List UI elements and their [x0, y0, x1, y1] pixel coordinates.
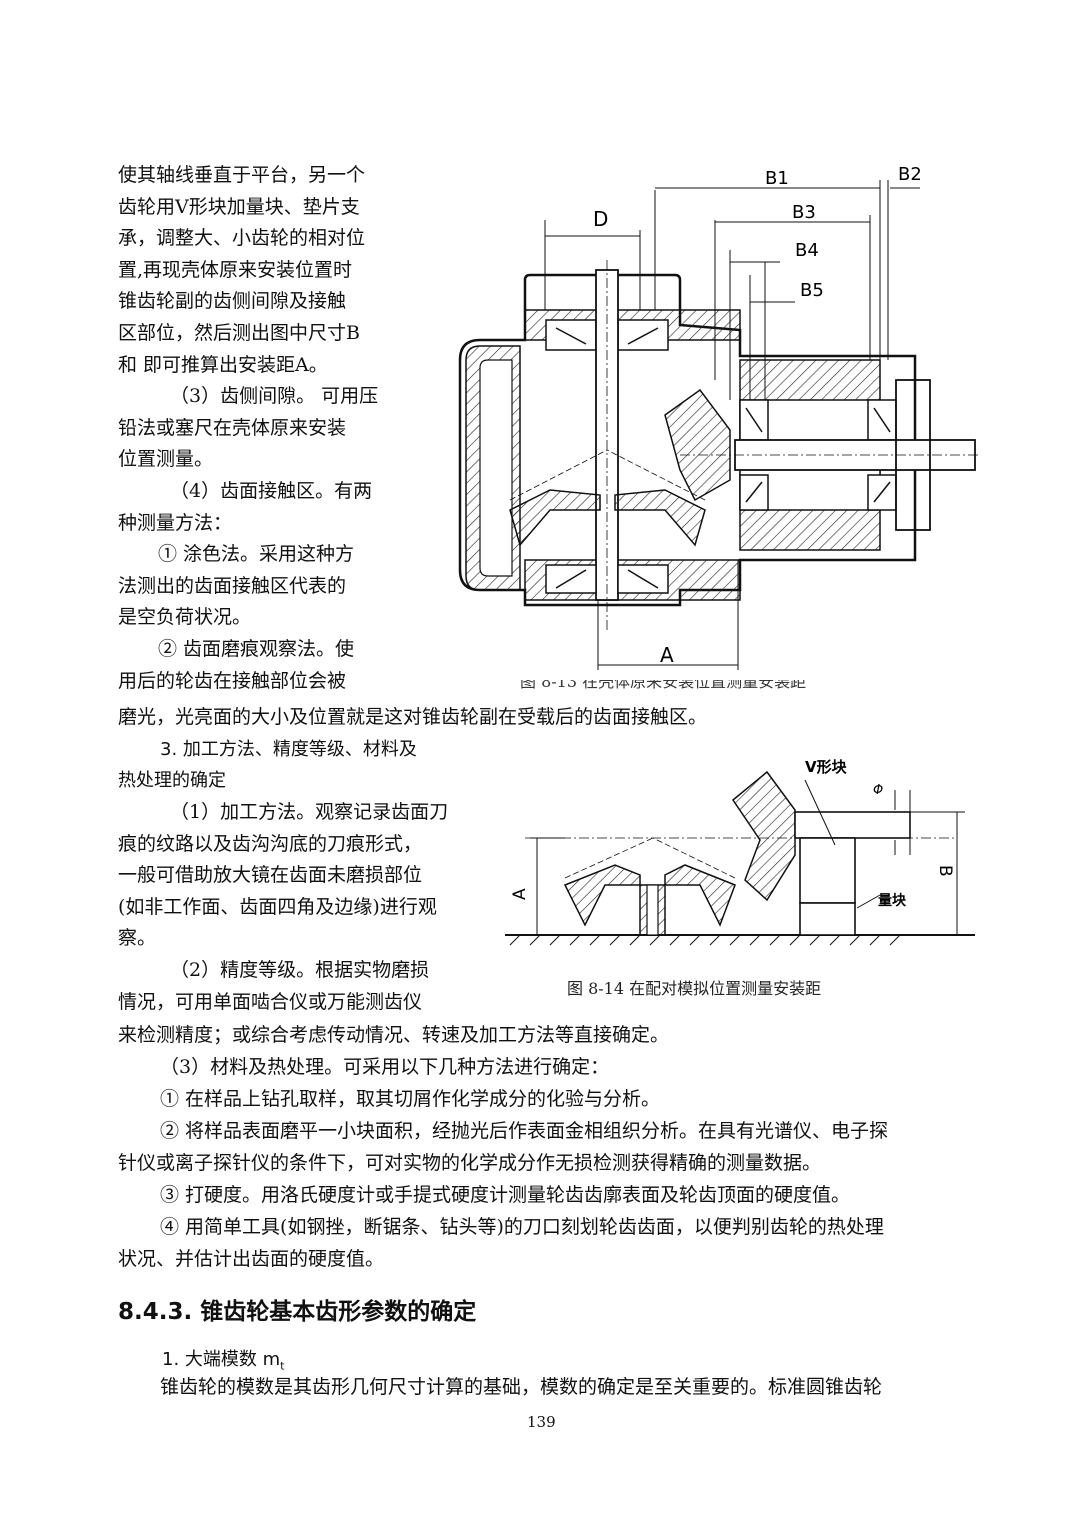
subheading-text: 1. 大端模数 m [162, 1349, 281, 1370]
text-line: ① 在样品上钻孔取样，取其切屑作化学成分的化验与分析。 [160, 1088, 661, 1110]
text-line: 区部位，然后测出图中尺寸B [118, 321, 360, 344]
text-line: 锥齿轮的模数是其齿形几何尺寸计算的基础，模数的确定是至关重要的。标准圆锥齿轮 [160, 1376, 883, 1398]
text-line: 锥齿轮副的齿侧间隙及接触 [118, 290, 347, 313]
label-d: D [593, 207, 608, 231]
label-b3: B3 [792, 202, 816, 223]
text-line: 齿轮用V形块加量块、垫片支 [118, 195, 360, 218]
figure-caption: 图 8-13 在壳体原来安装位置测量安装距 [520, 672, 807, 691]
page-number: 139 [527, 1413, 556, 1431]
subheading: 1. 大端模数 mt [162, 1345, 284, 1373]
label-v-block: V形块 [805, 758, 848, 776]
top-bearing [617, 319, 669, 351]
label-b1: B1 [765, 168, 789, 189]
text-line: 铅法或塞尺在壳体原来安装 [118, 416, 347, 439]
label-b5: B5 [800, 280, 824, 301]
text-line: 种测量方法： [118, 511, 233, 534]
text-line: 承，调整大、小齿轮的相对位 [118, 227, 366, 250]
text-line: 状况、并估计出齿面的硬度值。 [118, 1248, 385, 1270]
dimension-lines [544, 180, 920, 670]
text-line: ③ 打硬度。用洛氏硬度计或手提式硬度计测量轮齿齿廓表面及轮齿顶面的硬度值。 [160, 1184, 851, 1206]
text-line: (如非工作面、齿面四角及边缘)进行观 [118, 895, 437, 918]
small-bevel-gear [731, 770, 796, 902]
text-line: ① 涂色法。采用这种方 [158, 543, 355, 566]
section-3-title: 热处理的确定 [118, 770, 226, 791]
label-a: A [660, 643, 674, 667]
label-a: A [510, 888, 530, 900]
figure-caption: 图 8-14 在配对模拟位置测量安装距 [567, 979, 822, 998]
text-line: 痕的纹路以及齿沟沟底的刀痕形式， [118, 832, 423, 855]
text-line: （4）齿面接触区。有两 [170, 479, 373, 502]
text-line: （3）齿侧间隙。 可用压 [170, 385, 379, 408]
v-block [799, 837, 856, 904]
small-bevel-gear [664, 388, 731, 502]
large-bevel-gear [664, 864, 736, 927]
small-gear-shaft [794, 811, 911, 839]
text-line: ② 齿面磨痕观察法。使 [158, 637, 355, 660]
left-column-2: （1）加工方法。观察记录齿面刀 痕的纹路以及齿沟沟底的刀痕形式， 一般可借助放大… [118, 797, 448, 1018]
label-phi: Φ [873, 783, 883, 798]
text-line: （1）加工方法。观察记录齿面刀 [170, 801, 449, 823]
text-line: 位置测量。 [118, 448, 214, 471]
large-bevel-gear [563, 864, 641, 927]
left-column-1: 使其轴线垂直于平台，另一个 齿轮用V形块加量块、垫片支 承，调整大、小齿轮的相对… [118, 160, 378, 697]
large-bevel-gear [509, 489, 601, 547]
housing-wall [479, 359, 513, 577]
text-line: 法测出的齿面接触区代表的 [118, 574, 347, 597]
text-line: 情况，可用单面啮合仪或万能测齿仪 [118, 990, 423, 1013]
subheading-subscript: t [280, 1359, 285, 1373]
text-line: 察。 [118, 927, 157, 950]
text-line: （2）精度等级。根据实物磨损 [170, 958, 430, 981]
figure-8-13: B1 B2 B3 B4 B5 D A [458, 164, 980, 670]
text-line: （3）材料及热处理。可采用以下几种方法进行确定： [160, 1056, 610, 1078]
text-line: 来检测精度；或综合考虑传动情况、转速及加工方法等直接确定。 [118, 1024, 670, 1046]
top-bearing [545, 319, 597, 351]
text-line: 置,再现壳体原来安装位置时 [118, 258, 353, 281]
text-line: 是空负荷状况。 [118, 606, 252, 629]
section-heading: 8.4.3. 锥齿轮基本齿形参数的确定 [118, 1299, 477, 1325]
text-line: 用后的轮齿在接触部位会被 [118, 669, 347, 692]
gauge-block [799, 902, 856, 936]
end-cap [895, 379, 931, 531]
figure-8-14: V形块 Φ A B 量块 [505, 758, 975, 946]
label-b2: B2 [898, 164, 922, 185]
section-3-title: 3. 加工方法、精度等级、材料及 [160, 739, 417, 760]
text-line: 针仪或离子探针仪的条件下，可对实物的化学成分作无损检测获得精确的测量数据。 [118, 1152, 822, 1174]
large-bevel-gear [614, 489, 706, 547]
text-line: 一般可借助放大镜在齿面未磨损部位 [118, 864, 423, 887]
label-b: B [935, 865, 955, 877]
text-line: 磨光，光亮面的大小及位置就是这对锥齿轮副在受载后的齿面接触区。 [118, 706, 708, 728]
text-line: 和 即可推算出安装距A。 [118, 353, 328, 376]
text-line: ④ 用简单工具(如钢挫，断锯条、钻头等)的刀口刻划轮齿齿面，以便判别齿轮的热处理 [160, 1216, 884, 1238]
text-line: 使其轴线垂直于平台，另一个 [118, 164, 366, 186]
text-line: ② 将样品表面磨平一小块面积，经抛光后作表面金相组织分析。在具有光谱仪、电子探 [160, 1120, 889, 1142]
label-gauge-block: 量块 [878, 893, 907, 909]
label-b4: B4 [795, 240, 819, 261]
